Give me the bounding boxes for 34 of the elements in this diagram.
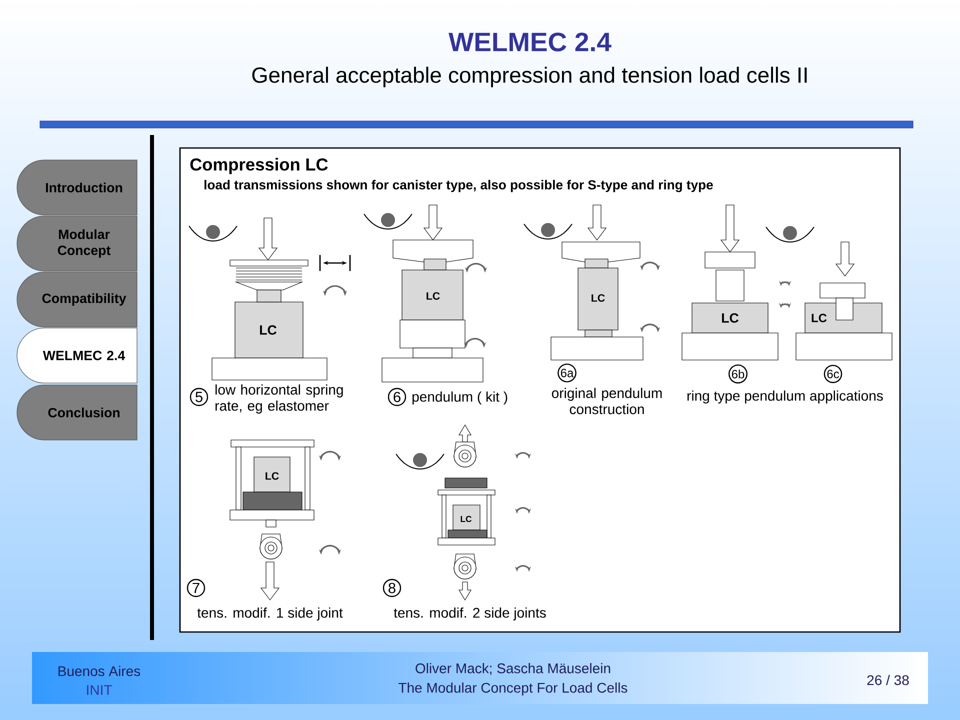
step-number: 6c bbox=[824, 364, 842, 384]
step-number: 7 bbox=[186, 578, 206, 598]
tab-button: Introduction bbox=[16, 160, 138, 216]
panel-heading: Compression LC bbox=[190, 158, 328, 174]
step-number: 6 bbox=[388, 388, 406, 406]
step-number: 6b bbox=[728, 364, 748, 384]
step-number: 6a bbox=[558, 364, 576, 382]
caption: ring type pendulum applications bbox=[687, 390, 883, 404]
footer-text: INIT bbox=[87, 685, 112, 695]
caption: tens. modif. 1 side joint bbox=[197, 607, 343, 621]
tab-button: Compatibility bbox=[16, 272, 138, 328]
lc-label: LC bbox=[426, 292, 440, 300]
step-number: 5 bbox=[190, 388, 208, 406]
slide-subtitle: General acceptable compression and tension load cells II bbox=[252, 66, 807, 88]
slide-title: WELMEC 2.4 bbox=[448, 32, 612, 52]
page-number: 26 / 38 bbox=[867, 674, 909, 686]
tab-button: Conclusion bbox=[16, 384, 138, 440]
caption: low horizontal spring rate, eg elastomer bbox=[216, 384, 343, 414]
tab-button: Modular Concept bbox=[16, 216, 138, 272]
caption: pendulum ( kit ) bbox=[412, 391, 508, 405]
caption: tens. modif. 2 side joints bbox=[394, 607, 546, 621]
caption: original pendulum construction bbox=[552, 388, 662, 414]
footer-text: Buenos Aires bbox=[58, 666, 140, 676]
lc-label: LC bbox=[460, 516, 472, 522]
footer-text: The Modular Concept For Load Cells bbox=[398, 682, 628, 696]
lc-label: LC bbox=[722, 313, 739, 323]
lc-label: LC bbox=[266, 472, 279, 480]
lc-label: LC bbox=[260, 325, 277, 335]
footer-text: Oliver Mack; Sascha Mäuselein bbox=[416, 663, 610, 675]
lc-label: LC bbox=[592, 294, 605, 302]
step-number: 8 bbox=[382, 578, 402, 598]
lc-label: LC bbox=[812, 314, 827, 322]
tab-button: WELMEC 2.4 bbox=[16, 328, 138, 384]
panel-subheading: load transmissions shown for canister type, also possible for S-type and ring type bbox=[204, 180, 713, 192]
